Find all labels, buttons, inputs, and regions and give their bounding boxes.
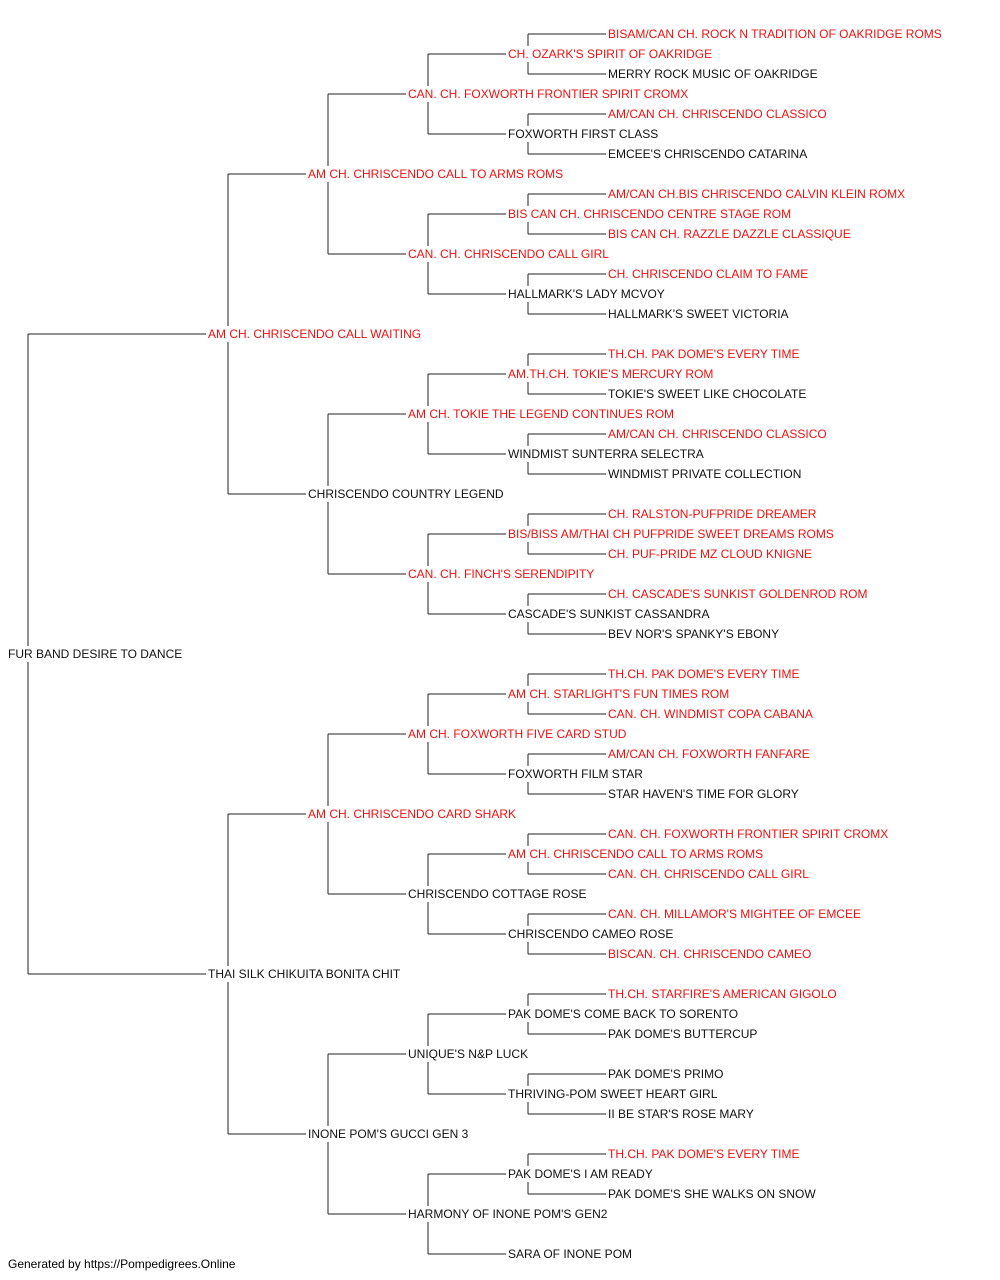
ancestor-name: CAN. CH. FOXWORTH FRONTIER SPIRIT CROMX <box>408 87 688 101</box>
ancestor-name: TH.CH. PAK DOME'S EVERY TIME <box>608 1147 799 1161</box>
ancestor-name: TOKIE'S SWEET LIKE CHOCOLATE <box>608 387 806 401</box>
ancestor-name: TH.CH. STARFIRE'S AMERICAN GIGOLO <box>608 987 837 1001</box>
ancestor-name: AM/CAN CH.BIS CHRISCENDO CALVIN KLEIN RO… <box>608 187 905 201</box>
ancestor-name: CHRISCENDO CAMEO ROSE <box>508 927 673 941</box>
ancestor-name: MERRY ROCK MUSIC OF OAKRIDGE <box>608 67 818 81</box>
ancestor-name: PAK DOME'S I AM READY <box>508 1167 653 1181</box>
ancestor-name: STAR HAVEN'S TIME FOR GLORY <box>608 787 799 801</box>
ancestor-name: CASCADE'S SUNKIST CASSANDRA <box>508 607 709 621</box>
ancestor-name: AM CH. CHRISCENDO CALL TO ARMS ROMS <box>308 167 563 181</box>
ancestor-name: AM CH. CHRISCENDO CALL WAITING <box>208 327 421 341</box>
ancestor-name: UNIQUE'S N&P LUCK <box>408 1047 528 1061</box>
ancestor-name: SARA OF INONE POM <box>508 1247 632 1261</box>
ancestor-name: II BE STAR'S ROSE MARY <box>608 1107 754 1121</box>
ancestor-name: BEV NOR'S SPANKY'S EBONY <box>608 627 779 641</box>
ancestor-name: PAK DOME'S BUTTERCUP <box>608 1027 757 1041</box>
ancestor-name: CH. OZARK'S SPIRIT OF OAKRIDGE <box>508 47 712 61</box>
ancestor-name: AM/CAN CH. FOXWORTH FANFARE <box>608 747 810 761</box>
ancestor-name: INONE POM'S GUCCI GEN 3 <box>308 1127 469 1141</box>
ancestor-name: TH.CH. PAK DOME'S EVERY TIME <box>608 347 799 361</box>
ancestor-name: CH. RALSTON-PUFPRIDE DREAMER <box>608 507 817 521</box>
ancestor-name: CHRISCENDO COUNTRY LEGEND <box>308 487 504 501</box>
ancestor-name: HARMONY OF INONE POM'S GEN2 <box>408 1207 608 1221</box>
ancestor-name: AM/CAN CH. CHRISCENDO CLASSICO <box>608 107 827 121</box>
ancestor-name: BISCAN. CH. CHRISCENDO CAMEO <box>608 947 811 961</box>
ancestor-name: PAK DOME'S PRIMO <box>608 1067 723 1081</box>
ancestor-name: CH. CHRISCENDO CLAIM TO FAME <box>608 267 808 281</box>
ancestor-name: BIS CAN CH. RAZZLE DAZZLE CLASSIQUE <box>608 227 851 241</box>
ancestor-name: CAN. CH. WINDMIST COPA CABANA <box>608 707 813 721</box>
ancestor-name: BIS CAN CH. CHRISCENDO CENTRE STAGE ROM <box>508 207 791 221</box>
ancestor-name: CAN. CH. FINCH'S SERENDIPITY <box>408 567 594 581</box>
ancestor-name: AM.TH.CH. TOKIE'S MERCURY ROM <box>508 367 713 381</box>
ancestor-name: CH. PUF-PRIDE MZ CLOUD KNIGNE <box>608 547 812 561</box>
ancestor-name: BISAM/CAN CH. ROCK N TRADITION OF OAKRID… <box>608 27 942 41</box>
ancestor-name: CHRISCENDO COTTAGE ROSE <box>408 887 586 901</box>
ancestor-name: AM CH. TOKIE THE LEGEND CONTINUES ROM <box>408 407 674 421</box>
ancestor-name: TH.CH. PAK DOME'S EVERY TIME <box>608 667 799 681</box>
ancestor-name: FOXWORTH FIRST CLASS <box>508 127 658 141</box>
ancestor-name: AM CH. CHRISCENDO CARD SHARK <box>308 807 516 821</box>
ancestor-name: CH. CASCADE'S SUNKIST GOLDENROD ROM <box>608 587 867 601</box>
ancestor-name: CAN. CH. FOXWORTH FRONTIER SPIRIT CROMX <box>608 827 888 841</box>
ancestor-name: BIS/BISS AM/THAI CH PUFPRIDE SWEET DREAM… <box>508 527 834 541</box>
ancestor-name: THRIVING-POM SWEET HEART GIRL <box>508 1087 718 1101</box>
ancestor-name: FOXWORTH FILM STAR <box>508 767 643 781</box>
ancestor-name: WINDMIST SUNTERRA SELECTRA <box>508 447 704 461</box>
subject-dog-name: FUR BAND DESIRE TO DANCE <box>8 647 182 661</box>
ancestor-name: CAN. CH. CHRISCENDO CALL GIRL <box>408 247 609 261</box>
ancestor-name: AM CH. STARLIGHT'S FUN TIMES ROM <box>508 687 729 701</box>
ancestor-name: AM CH. CHRISCENDO CALL TO ARMS ROMS <box>508 847 763 861</box>
ancestor-name: PAK DOME'S COME BACK TO SORENTO <box>508 1007 738 1021</box>
ancestor-name: CAN. CH. CHRISCENDO CALL GIRL <box>608 867 809 881</box>
ancestor-name: PAK DOME'S SHE WALKS ON SNOW <box>608 1187 816 1201</box>
ancestor-name: AM CH. FOXWORTH FIVE CARD STUD <box>408 727 627 741</box>
ancestor-name: HALLMARK'S LADY MCVOY <box>508 287 665 301</box>
footer-credit: Generated by https://Pompedigrees.Online <box>8 1257 236 1271</box>
ancestor-name: THAI SILK CHIKUITA BONITA CHIT <box>208 967 401 981</box>
ancestor-name: HALLMARK'S SWEET VICTORIA <box>608 307 789 321</box>
ancestor-name: CAN. CH. MILLAMOR'S MIGHTEE OF EMCEE <box>608 907 861 921</box>
ancestor-name: WINDMIST PRIVATE COLLECTION <box>608 467 801 481</box>
ancestor-name: EMCEE'S CHRISCENDO CATARINA <box>608 147 807 161</box>
ancestor-name: AM/CAN CH. CHRISCENDO CLASSICO <box>608 427 827 441</box>
